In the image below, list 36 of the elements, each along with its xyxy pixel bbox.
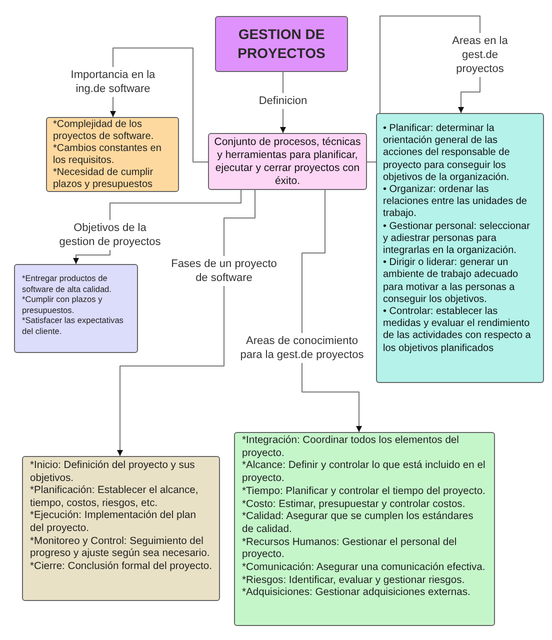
- concept-box: [22, 456, 220, 601]
- arrow: [110, 48, 208, 162]
- box-text: *Riesgos: Identificar, evaluar y gestionar riesgos.: [242, 574, 466, 588]
- box-text: • Planificar: determinar la orientación general de las acciones del responsable de proyecto para conseguir los objetivos de la organización.: [383, 123, 511, 184]
- title-box: [215, 16, 348, 72]
- box-text: *Monitoreo y Control: Seguimiento del progreso y ajuste según sea necesario.: [30, 536, 211, 561]
- box-text: *Ejecución: Implementación del plan del proyecto.: [30, 510, 197, 536]
- box-text: *Entregar productos de software de alta calidad.: [22, 273, 112, 294]
- box-text: *Planificación: Establecer el alcance, tiempo, costos, riesgos, etc.: [30, 485, 200, 510]
- box-text: Conjunto de procesos, técnicas y herramientas para planificar, ejecutar y cerrar proyectos con éxito.: [213, 136, 362, 188]
- arrow: [117, 190, 256, 456]
- box-text: *Necesidad de cumplir plazos y presupuestos: [53, 167, 154, 191]
- box-text: *Integración: Coordinar todos los elementos del proyecto.: [242, 435, 460, 460]
- box-text: *Complejidad de los proyectos de software.: [53, 119, 155, 143]
- concept-box: [46, 117, 179, 192]
- box-text: *Costo: Estimar, presupuestar y controlar costos.: [242, 498, 466, 511]
- box-text: • Controlar: establecer las medidas y evaluar el rendimiento de las actividades con respecto a los objetivos planificados: [383, 306, 532, 355]
- box-text: *Alcance: Definir y controlar lo que está incluido en el proyecto.: [242, 460, 486, 486]
- box-text: *Comunicación: Asegurar una comunicación efectiva.: [242, 562, 486, 575]
- box-text: *Tiempo: Planificar y controlar el tiempo del proyecto.: [242, 486, 486, 499]
- concept-box: [14, 264, 138, 353]
- box-text: *Adquisiciones: Gestionar adquisiciones externas.: [242, 587, 472, 600]
- box-text: *Calidad: Asegurar que se cumplen los estándares de calidad.: [242, 511, 474, 537]
- box-text: *Inicio: Definición del proyecto y sus objetivos.: [30, 460, 196, 485]
- box-text: *Satisfacer las expectativas del cliente.: [22, 315, 124, 337]
- arrow: [302, 190, 362, 432]
- box-text: • Gestionar personal: seleccionar y adiestrar personas para integrarlas en la organización.: [383, 220, 531, 258]
- box-text: *Cambios constantes en los requisitos.: [53, 143, 162, 167]
- box-text: • Dirigir o liderar: generar un ambiente de trabajo adecuado para motivar a las personas a conseguir los objetivos.: [383, 257, 520, 306]
- box-text: GESTION DE PROYECTOS: [236, 25, 326, 63]
- box-text: • Organizar: ordenar las relaciones entre las unidades de trabajo.: [383, 184, 528, 221]
- box-text: *Cumplir con plazos y presupuestos.: [22, 294, 104, 316]
- box-text: *Recursos Humanos: Gestionar el personal del proyecto.: [242, 536, 458, 562]
- box-text: *Cierre: Conclusión formal del proyecto.: [30, 560, 212, 574]
- concept-box: [376, 113, 544, 383]
- concept-box: [234, 432, 495, 626]
